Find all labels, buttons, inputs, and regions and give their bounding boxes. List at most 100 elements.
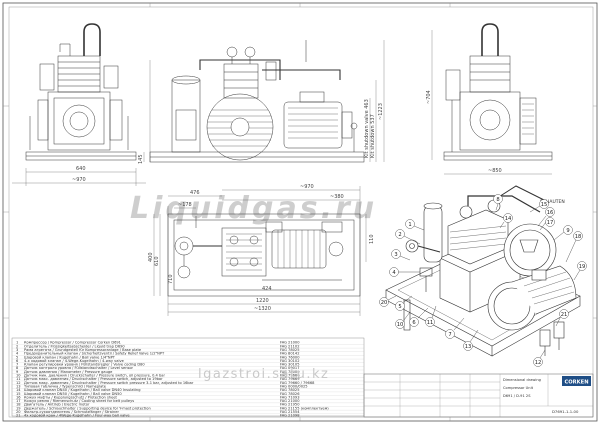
bom-row-description: 4х ходовой кран / 4Wege-Kugelhahn / Four…: [24, 414, 130, 418]
bom-row-reference: FAG 80142: [280, 352, 300, 356]
balloon-3: 3: [391, 249, 411, 261]
bom-row-number: 8: [16, 366, 19, 370]
balloon-16: 16: [537, 207, 555, 227]
plan-electric-motor: [271, 229, 327, 269]
balloon-label: 3: [394, 252, 397, 258]
bom-row: 1 Компрессор / Kompressor / Compressor Co…: [16, 341, 300, 345]
balloon-label: 19: [579, 264, 586, 270]
balloon-label: 8: [496, 197, 499, 203]
balloon-4: 4: [389, 267, 420, 277]
front-view-dimensions: 145 Kit shutdown valve 463 Kit shutdown …: [138, 40, 385, 164]
watermark-bottom: lgazstroi.satu.kz: [198, 367, 329, 382]
balloon-label: 10: [397, 322, 404, 328]
balloon-label: 6: [412, 320, 415, 326]
bom-row-number: 6: [16, 359, 19, 363]
bom-row-number: 20: [16, 410, 21, 414]
bom-row-reference: FAG 21554: [280, 410, 300, 414]
bom-row-reference: FAG 78000: [280, 370, 300, 374]
front-view: [149, 40, 365, 163]
balloon-9: 9: [553, 225, 573, 241]
balloon-label: 1: [408, 222, 411, 228]
dim-plan-424: 424: [262, 286, 272, 292]
bom-row-reference: FAG 21000: [280, 399, 300, 403]
bom-row-description: 4-х ходовой клапан / 4-Wege-Kugelhahn / …: [24, 359, 125, 363]
bom-row-reference: FAG 76000: [280, 355, 300, 359]
bom-row-number: 18: [16, 403, 21, 407]
title-row-3: D691 / D-91 2S: [503, 394, 531, 398]
balloon-18: 18: [565, 231, 583, 263]
balloon-20: 20: [379, 295, 397, 307]
bom-row-description: Шаровой клапан / Kugelhahn / Ball valve …: [24, 355, 116, 359]
bom-row: 5 Шаровой клапан / Kugelhahn / Ball valve…: [16, 355, 300, 359]
dim-plan-1320: ~1320: [254, 306, 271, 312]
balloon-label: 7: [448, 332, 451, 338]
bom-row-number: 10: [16, 374, 21, 378]
balloon-1: 1: [405, 219, 425, 231]
balloon-10: 10: [395, 311, 411, 329]
balloon-label: 16: [547, 210, 554, 216]
bom-row-reference: FAG 30102: [280, 359, 300, 363]
bom-row-reference: FAG 79660 / 79668: [280, 381, 315, 385]
bom-row-description: Шаровой клапан DN40 / Kugelhahn / Ball v…: [24, 388, 140, 392]
dim-plan-1220: 1220: [256, 298, 269, 304]
balloon-8: 8: [493, 194, 503, 211]
bom-row-reference: FAG 79660: [280, 374, 300, 378]
bom-row-reference: FAG 71093: [280, 395, 300, 399]
bom-row-number: 5: [16, 355, 18, 359]
left-end-view: [25, 23, 137, 161]
bom-row-number: 1: [16, 341, 18, 345]
dim-front-width: 640: [76, 166, 86, 172]
bom-row-reference: FAG 21102: [280, 344, 300, 348]
bom-row-reference: FAG 21950: [280, 403, 300, 407]
bom-row-description: Датчик мин. давления / Druckschalter / P…: [24, 374, 165, 378]
balloon-13: 13: [463, 329, 479, 351]
balloon-label: 11: [427, 320, 434, 326]
plan-view: [167, 213, 361, 297]
balloon-2: 2: [395, 229, 421, 245]
bom-row-number: 13: [16, 384, 21, 388]
bom-row-description: Двигатель / Antrieb / Electric motor: [24, 403, 90, 407]
balloon-label: 17: [547, 220, 554, 226]
bom-row-reference: FAG 78025: [280, 388, 300, 392]
bom-row-description: Отделитель / Flüssigkeitsabscheider / Li…: [24, 344, 125, 348]
isometric-view: [385, 185, 581, 357]
bom-row-reference: FAG 79669: [280, 377, 300, 381]
dim-plan-380: ~380: [330, 194, 344, 200]
balloon-7: 7: [445, 317, 465, 339]
balloon-19: 19: [573, 261, 587, 281]
bom-row-number: 17: [16, 399, 21, 403]
balloon-17: 17: [539, 217, 555, 231]
balloon-label: 21: [561, 312, 568, 318]
bom-row-reference: FAG 09017: [280, 366, 300, 370]
bom-row-description: Датчик давления / Manometer / Pressure g…: [24, 370, 113, 374]
dim-plan-476: 476: [190, 190, 200, 196]
left-view-dimensions: 640 ~970: [12, 166, 146, 186]
right-end-view: [443, 23, 553, 161]
bom-row-number: 4: [16, 352, 19, 356]
bom-row-description: Держатель / Schlauchhalter / Supporting …: [24, 406, 151, 410]
balloon-5: 5: [395, 295, 413, 311]
balloon-label: 20: [381, 300, 388, 306]
bom-row-description: Компрессор / Kompressor / Compressor Cor…: [24, 341, 121, 345]
dim-side-height: ~704: [426, 90, 432, 104]
balloon-label: 2: [398, 232, 401, 238]
bom-row-number: 19: [16, 406, 21, 410]
dim-plan-178: ~178: [178, 202, 192, 208]
balloon-14: 14: [499, 213, 513, 229]
bom-row-description: Кожух муфты / Kupplungsschutz / Protecti…: [24, 395, 118, 399]
bom-row-description: Фильтр-сухоотделитель / Schmutzfänger / …: [24, 410, 119, 414]
bom-row-number: 3: [16, 348, 18, 352]
bom-row-description: Датчик макс. давления / Druckschalter / …: [24, 377, 163, 381]
